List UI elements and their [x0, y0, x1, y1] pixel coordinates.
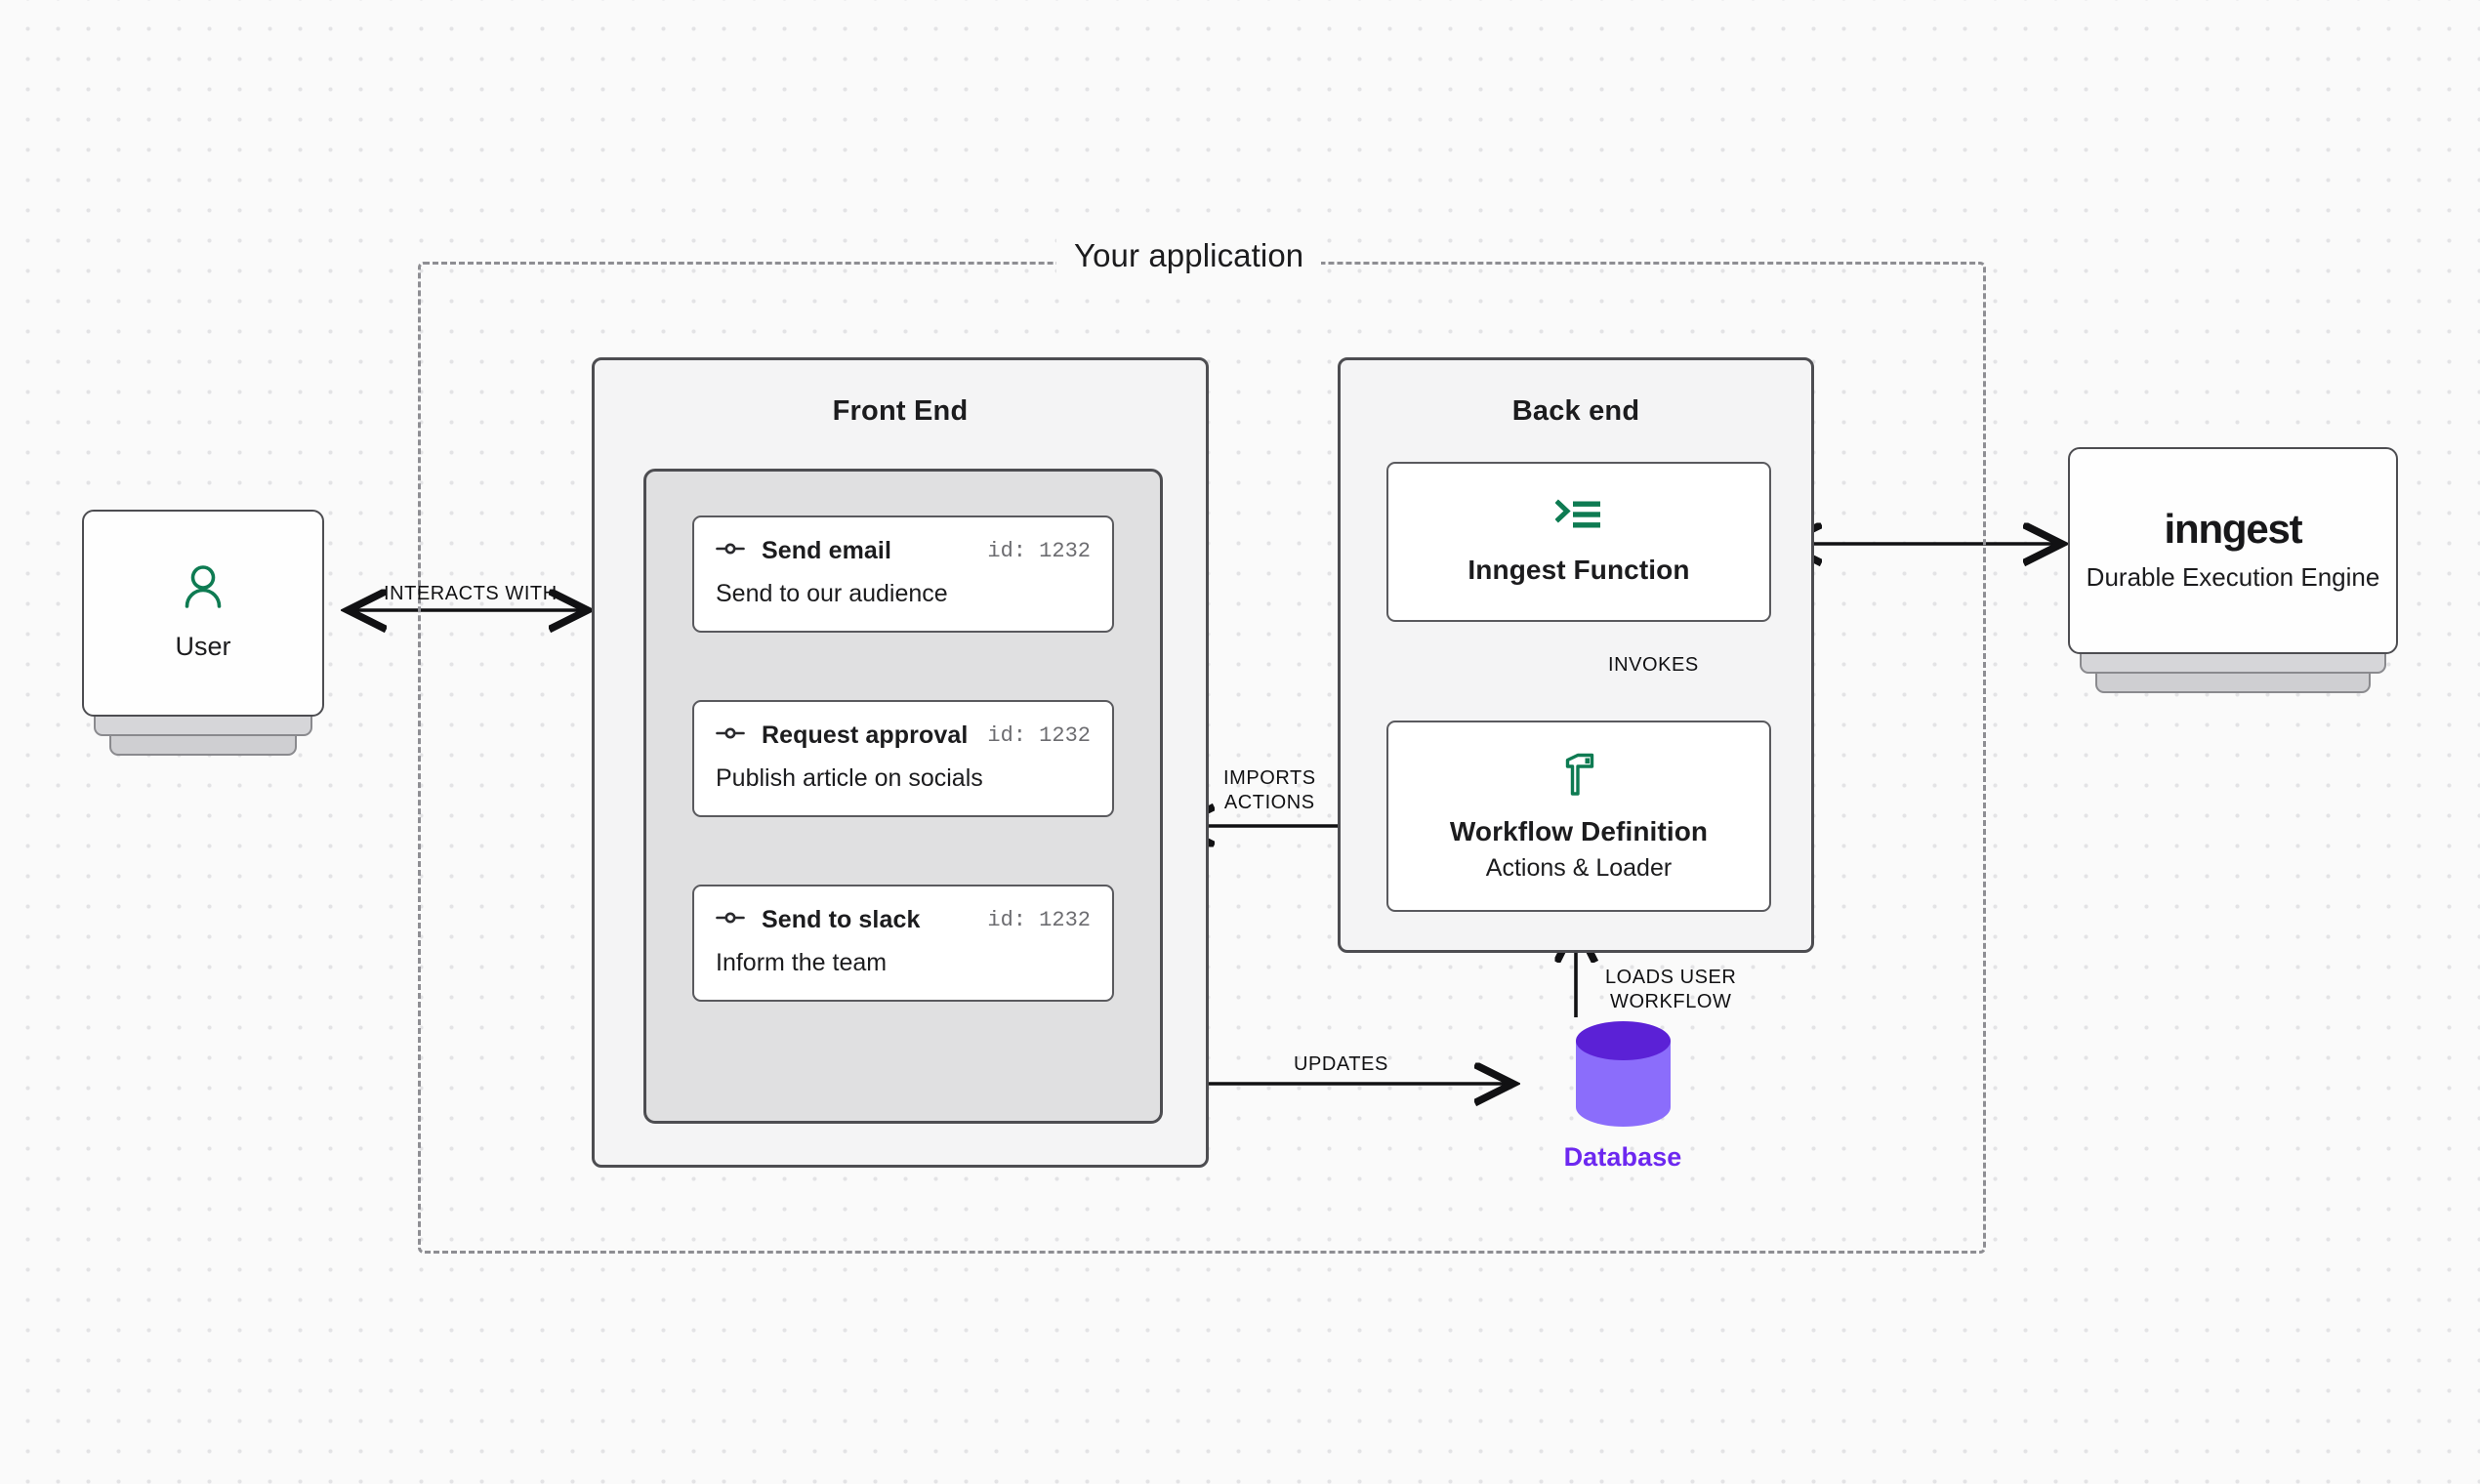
step-connector-gap: [692, 633, 1114, 700]
step-description: Publish article on socials: [716, 764, 983, 792]
step-title: Request approval: [762, 721, 969, 749]
inngest-card[interactable]: inngest Durable Execution Engine: [2068, 447, 2398, 693]
step-description: Inform the team: [716, 949, 888, 976]
step-id: id: 1232: [987, 908, 1091, 932]
workflow-definition-node[interactable]: Workflow Definition Actions & Loader: [1386, 721, 1771, 912]
frontend-panel: Front End Send email id: 1232 Send to ou…: [592, 357, 1209, 1168]
node-icon: [716, 726, 745, 745]
node-icon: [716, 911, 745, 929]
workflow-step-card[interactable]: Request approval id: 1232 Publish articl…: [692, 700, 1114, 817]
workflow-step-list: Send email id: 1232 Send to our audience: [643, 469, 1163, 1124]
step-description: Send to our audience: [716, 580, 948, 607]
user-card[interactable]: User: [82, 510, 324, 756]
step-connector-gap: [692, 817, 1114, 885]
inngest-logo: inngest: [2164, 505, 2303, 552]
step-id: id: 1232: [987, 723, 1091, 748]
workflow-definition-subtitle: Actions & Loader: [1485, 853, 1673, 882]
edge-label-interacts-with: INTERACTS WITH: [384, 583, 558, 604]
user-card-screen: User: [82, 510, 324, 717]
node-icon: [716, 542, 745, 560]
edge-label-loads-user-workflow: LOADS USER WORKFLOW: [1605, 967, 1737, 1013]
backend-panel: Back end Inngest Function Workflow Defin…: [1338, 357, 1814, 953]
edge-label-updates: UPDATES: [1294, 1053, 1388, 1075]
inngest-function-node[interactable]: Inngest Function: [1386, 462, 1771, 622]
backend-title: Back end: [1511, 395, 1640, 427]
workflow-step-card[interactable]: Send email id: 1232 Send to our audience: [692, 515, 1114, 633]
database-cylinder-icon: [1525, 1021, 1720, 1129]
inngest-card-screen: inngest Durable Execution Engine: [2068, 447, 2398, 654]
inngest-function-title: Inngest Function: [1467, 555, 1690, 585]
edge-label-imports-actions: IMPORTS ACTIONS: [1223, 767, 1316, 814]
step-title: Send to slack: [762, 906, 921, 933]
frontend-title: Front End: [832, 395, 969, 427]
workflow-definition-title: Workflow Definition: [1449, 815, 1709, 846]
terminal-list-icon: [1554, 498, 1602, 536]
hammer-icon: [1558, 751, 1599, 803]
user-icon: [183, 564, 224, 614]
database-label: Database: [1563, 1142, 1682, 1172]
user-label: User: [175, 632, 231, 661]
step-title: Send email: [762, 537, 891, 564]
workflow-step-card[interactable]: Send to slack id: 1232 Inform the team: [692, 885, 1114, 1002]
database-node[interactable]: Database: [1525, 1021, 1720, 1173]
application-title: Your application: [1056, 237, 1322, 274]
step-header: Send to slack id: 1232: [716, 906, 1091, 934]
step-header: Request approval id: 1232: [716, 721, 1091, 750]
edge-label-invokes: INVOKES: [1608, 654, 1699, 676]
inngest-subtitle: Durable Execution Engine: [2086, 561, 2380, 592]
step-header: Send email id: 1232: [716, 537, 1091, 565]
step-id: id: 1232: [987, 539, 1091, 563]
